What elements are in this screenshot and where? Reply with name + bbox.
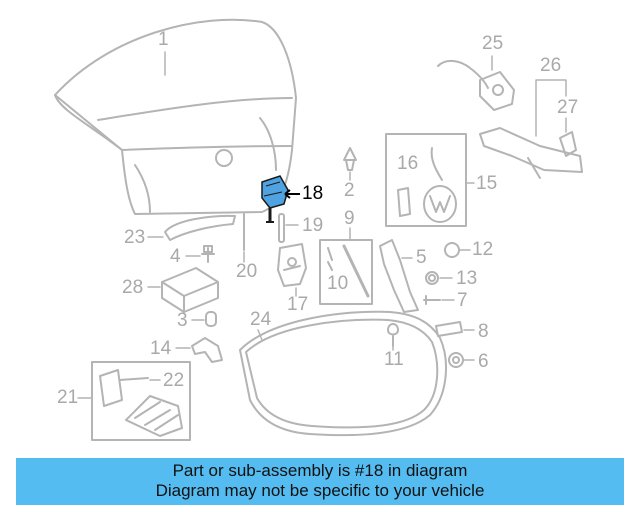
washer-6-drawing <box>448 352 464 368</box>
callout-5: 5 <box>416 247 427 268</box>
callout-10: 10 <box>327 273 349 294</box>
callout-23: 23 <box>124 227 146 248</box>
hinge-arm-26-drawing <box>479 127 583 179</box>
callout-25: 25 <box>482 33 504 54</box>
callout-13: 13 <box>456 268 478 289</box>
callout-18: 18 <box>302 183 324 204</box>
highlighted-part-18-drawing <box>261 175 300 223</box>
callout-9: 9 <box>344 208 355 229</box>
emblem-drawing <box>397 147 457 223</box>
handle-strip-drawing <box>164 214 236 241</box>
bracket-14-drawing <box>191 337 223 363</box>
actuator-25-drawing <box>437 60 515 111</box>
bushing-13-drawing <box>425 271 439 285</box>
callout-19: 19 <box>302 215 324 236</box>
callout-12: 12 <box>472 239 494 260</box>
bumper-2-drawing <box>343 147 357 171</box>
rod-19-drawing <box>278 213 285 243</box>
callout-14: 14 <box>150 338 172 359</box>
callout-28: 28 <box>122 277 144 298</box>
weatherstrip-seal-drawing <box>239 310 447 437</box>
strut-box <box>319 239 373 305</box>
callout-4: 4 <box>170 246 181 267</box>
callout-26: 26 <box>540 55 562 76</box>
emblem-box <box>385 133 467 227</box>
callout-1: 1 <box>158 29 169 50</box>
inset-box <box>91 361 191 441</box>
callout-17: 17 <box>287 294 309 315</box>
callout-7: 7 <box>457 290 468 311</box>
lock-assembly-drawing <box>99 369 183 437</box>
callout-20: 20 <box>236 261 258 282</box>
hinge-5-drawing <box>379 239 419 313</box>
callout-22: 22 <box>163 370 185 391</box>
bolt-4-drawing <box>201 245 215 263</box>
trunk-lid-drawing <box>54 18 297 215</box>
banner-line-2: Diagram may not be specific to your vehi… <box>155 481 485 500</box>
callout-27: 27 <box>557 97 579 118</box>
callout-8: 8 <box>478 321 489 342</box>
callout-21: 21 <box>57 387 79 408</box>
bushing-12-drawing <box>444 242 460 258</box>
callout-2: 2 <box>344 180 355 201</box>
callout-24: 24 <box>250 309 272 330</box>
control-module-drawing <box>161 267 219 313</box>
banner-line-1: Part or sub-assembly is #18 in diagram <box>172 461 468 480</box>
info-banner: Part or sub-assembly is #18 in diagram D… <box>16 458 624 505</box>
bracket-8-drawing <box>435 321 463 337</box>
callout-11: 11 <box>384 349 404 370</box>
callout-6: 6 <box>478 351 489 372</box>
callout-15: 15 <box>476 173 498 194</box>
callout-3: 3 <box>177 310 188 331</box>
pin-7-drawing <box>423 295 441 305</box>
latch-17-drawing <box>277 243 307 287</box>
parts-diagram <box>54 18 583 441</box>
clip-3-drawing <box>205 311 217 327</box>
callout-16: 16 <box>397 153 419 174</box>
